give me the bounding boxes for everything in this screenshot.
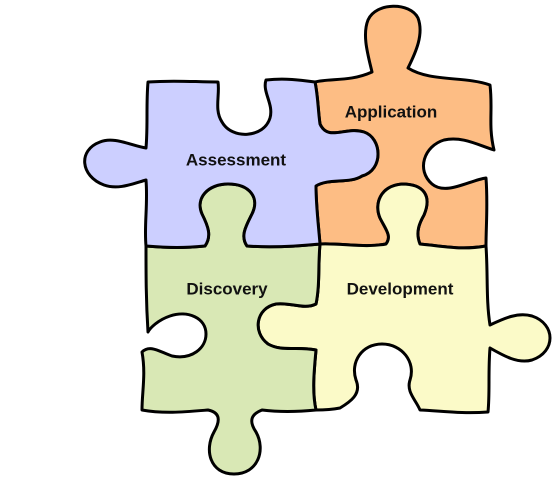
label-development: Development: [347, 279, 454, 298]
label-application: Application: [345, 102, 438, 121]
label-discovery: Discovery: [186, 279, 268, 298]
puzzle-piece-assessment: [83, 77, 380, 249]
label-assessment: Assessment: [186, 150, 287, 169]
